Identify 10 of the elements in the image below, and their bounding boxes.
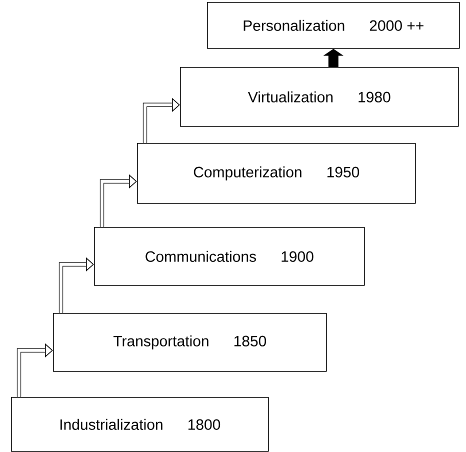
bent-arrow: [142, 98, 180, 143]
era-box: Personalization 2000 ++: [207, 2, 460, 49]
era-box: Virtualization 1980: [180, 67, 459, 127]
bent-arrow: [100, 174, 137, 227]
era-box: Transportation 1850: [53, 313, 327, 372]
bent-arrow: [58, 257, 94, 313]
era-box: Computerization 1950: [137, 143, 416, 204]
era-box: Communications 1900: [94, 227, 365, 286]
era-box: Industrialization 1800: [11, 397, 269, 452]
bent-arrow: [16, 343, 53, 397]
